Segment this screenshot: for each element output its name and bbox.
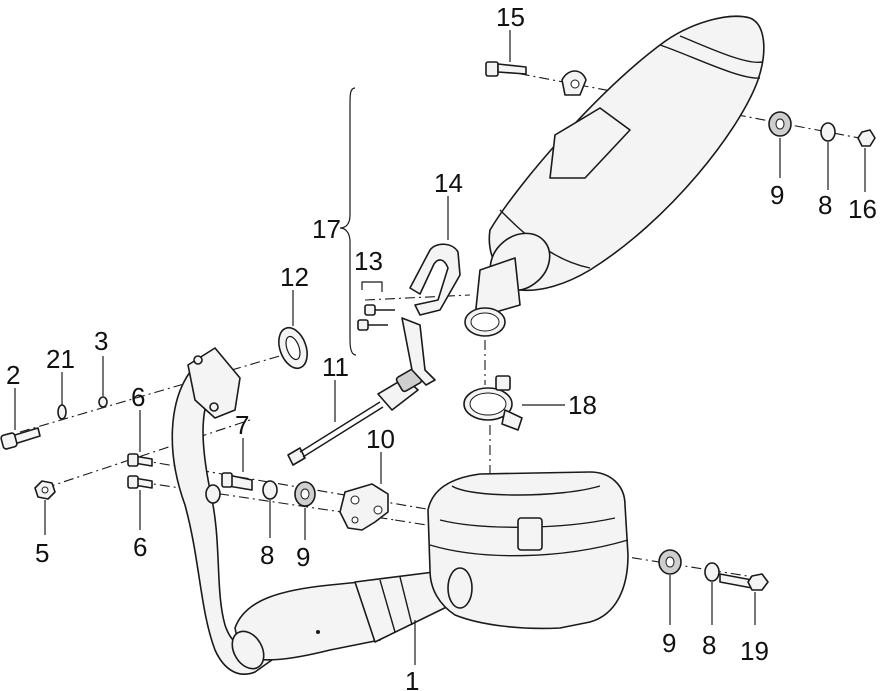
callout-5: 5 <box>35 538 49 568</box>
callout-8-left: 8 <box>260 540 274 570</box>
leader-lines <box>14 30 866 665</box>
callout-10: 10 <box>366 424 395 454</box>
callout-14: 14 <box>434 168 463 198</box>
mounting-bolts <box>127 453 153 489</box>
washer-group-bottom <box>658 549 769 591</box>
callout-8-bottom: 8 <box>702 630 716 660</box>
oxygen-sensor <box>287 367 423 466</box>
callout-11: 11 <box>322 352 349 382</box>
sleeve-bolt <box>221 472 253 491</box>
callout-3: 3 <box>94 326 108 356</box>
callout-8-top: 8 <box>818 190 832 220</box>
callout-6-top: 6 <box>131 382 145 412</box>
flange-washers <box>57 396 108 420</box>
callout-7: 7 <box>235 410 249 440</box>
bracket-13 <box>361 281 383 292</box>
silencer-bolt <box>485 61 527 77</box>
group-brace-17 <box>339 87 357 356</box>
mounting-bracket-plate <box>339 483 389 531</box>
callout-6-bottom: 6 <box>133 532 147 562</box>
flange-nut <box>34 480 56 500</box>
pipe-clamp <box>463 375 523 431</box>
callout-2: 2 <box>6 360 20 390</box>
callout-9-top: 9 <box>770 180 784 210</box>
callout-9-left: 9 <box>296 542 310 572</box>
callout-19: 19 <box>740 636 769 666</box>
callout-18: 18 <box>568 390 597 420</box>
stud-bolt <box>0 427 41 450</box>
callout-16: 16 <box>848 194 877 224</box>
header-flange <box>187 347 241 419</box>
callout-9-bottom: 9 <box>662 628 676 658</box>
silencer <box>464 15 765 337</box>
exhaust-gasket <box>278 326 308 370</box>
callout-12: 12 <box>280 262 309 292</box>
washer-group-left <box>205 480 316 507</box>
sensor-bracket <box>401 243 461 386</box>
heat-shield-screws <box>357 304 395 331</box>
callout-labels: 1 2 21 3 5 6 6 7 8 9 10 11 12 13 14 15 1… <box>6 2 877 691</box>
callout-13: 13 <box>354 246 383 276</box>
callout-17: 17 <box>312 214 341 244</box>
washer-group-top <box>768 111 876 147</box>
callout-1: 1 <box>405 666 419 691</box>
callout-15: 15 <box>496 2 525 32</box>
callout-21: 21 <box>46 344 75 374</box>
exhaust-pipe-assembly <box>171 371 629 675</box>
